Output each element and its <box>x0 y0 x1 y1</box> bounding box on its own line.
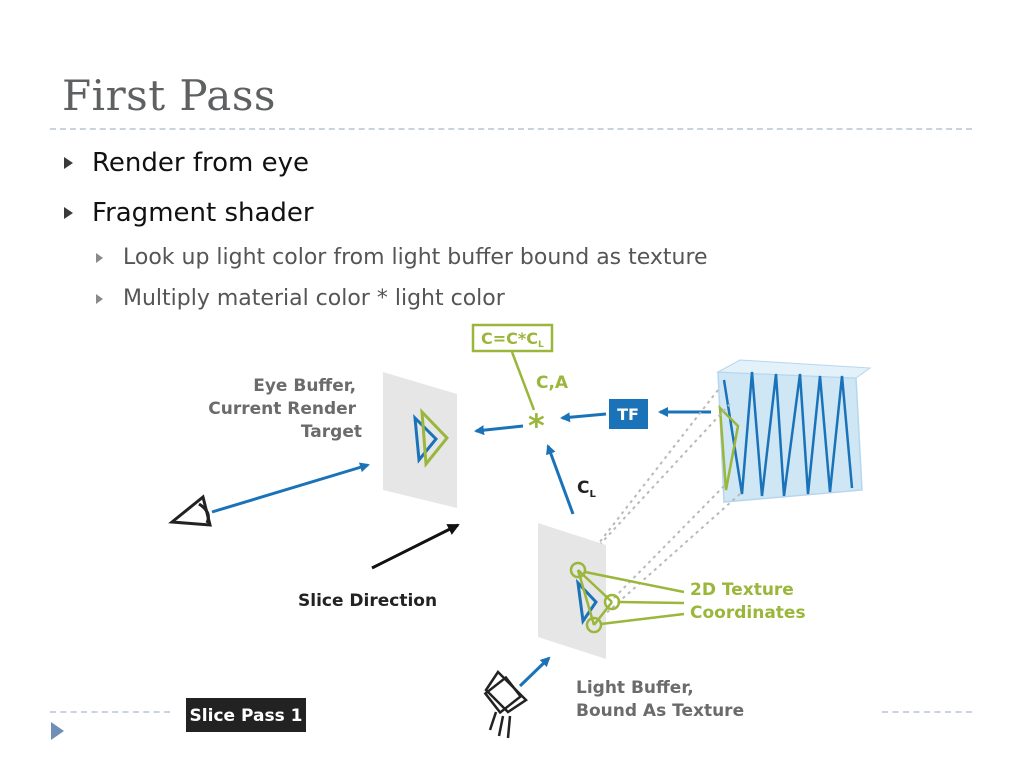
light-buffer-label: Light Buffer, Bound As Texture <box>576 678 744 721</box>
bullet-item: Render from eye <box>92 148 309 178</box>
light-source-icon <box>483 670 528 739</box>
projected-triangle-blue <box>413 413 439 464</box>
texture-coordinate-points <box>569 561 685 634</box>
volume-slices <box>716 359 872 503</box>
slice-pass-label: Slice Pass 1 <box>190 706 303 726</box>
cl-label: CL <box>577 478 596 500</box>
tf-label: TF <box>617 405 639 424</box>
sub-bullet-item: Look up light color from light buffer bo… <box>123 245 708 270</box>
footer-divider-left <box>50 711 170 713</box>
slice-direction-arrow <box>371 523 460 570</box>
light-color-arrow <box>546 444 575 515</box>
ca-label: C,A <box>536 373 569 393</box>
eye-buffer-panel <box>383 372 457 508</box>
light-ray-arrow <box>518 656 551 688</box>
tf-box <box>609 399 648 429</box>
formula-label: C=C*CL <box>481 329 544 350</box>
sub-bullet-item: Multiply material color * light color <box>123 286 505 311</box>
light-buffer-panel <box>538 523 606 659</box>
multiply-star-icon: * <box>528 407 545 445</box>
bullet-arrow-icon <box>64 157 73 169</box>
footer-divider-right <box>882 711 972 713</box>
tf-to-star-arrow <box>560 412 607 423</box>
output-arrow <box>474 424 524 436</box>
slice-direction-label: Slice Direction <box>298 591 437 611</box>
bullet-arrow-icon <box>64 207 73 219</box>
title-divider <box>50 128 972 130</box>
eye-icon <box>168 494 212 527</box>
slice-pass-badge <box>186 698 306 732</box>
sub-bullet-arrow-icon <box>96 294 103 304</box>
formula-connector <box>510 351 536 411</box>
projected-triangle-green <box>420 407 449 468</box>
eye-buffer-label: Eye Buffer, Current Render Target <box>208 376 362 442</box>
bullet-item: Fragment shader <box>92 198 314 228</box>
texture-coordinates-label: 2D Texture Coordinates <box>690 580 806 623</box>
sub-bullet-arrow-icon <box>96 253 103 263</box>
slide-title: First Pass <box>62 71 276 120</box>
slide-nav-arrow-icon[interactable] <box>51 722 64 740</box>
eye-ray-arrow <box>211 462 370 514</box>
formula-box <box>471 323 554 353</box>
